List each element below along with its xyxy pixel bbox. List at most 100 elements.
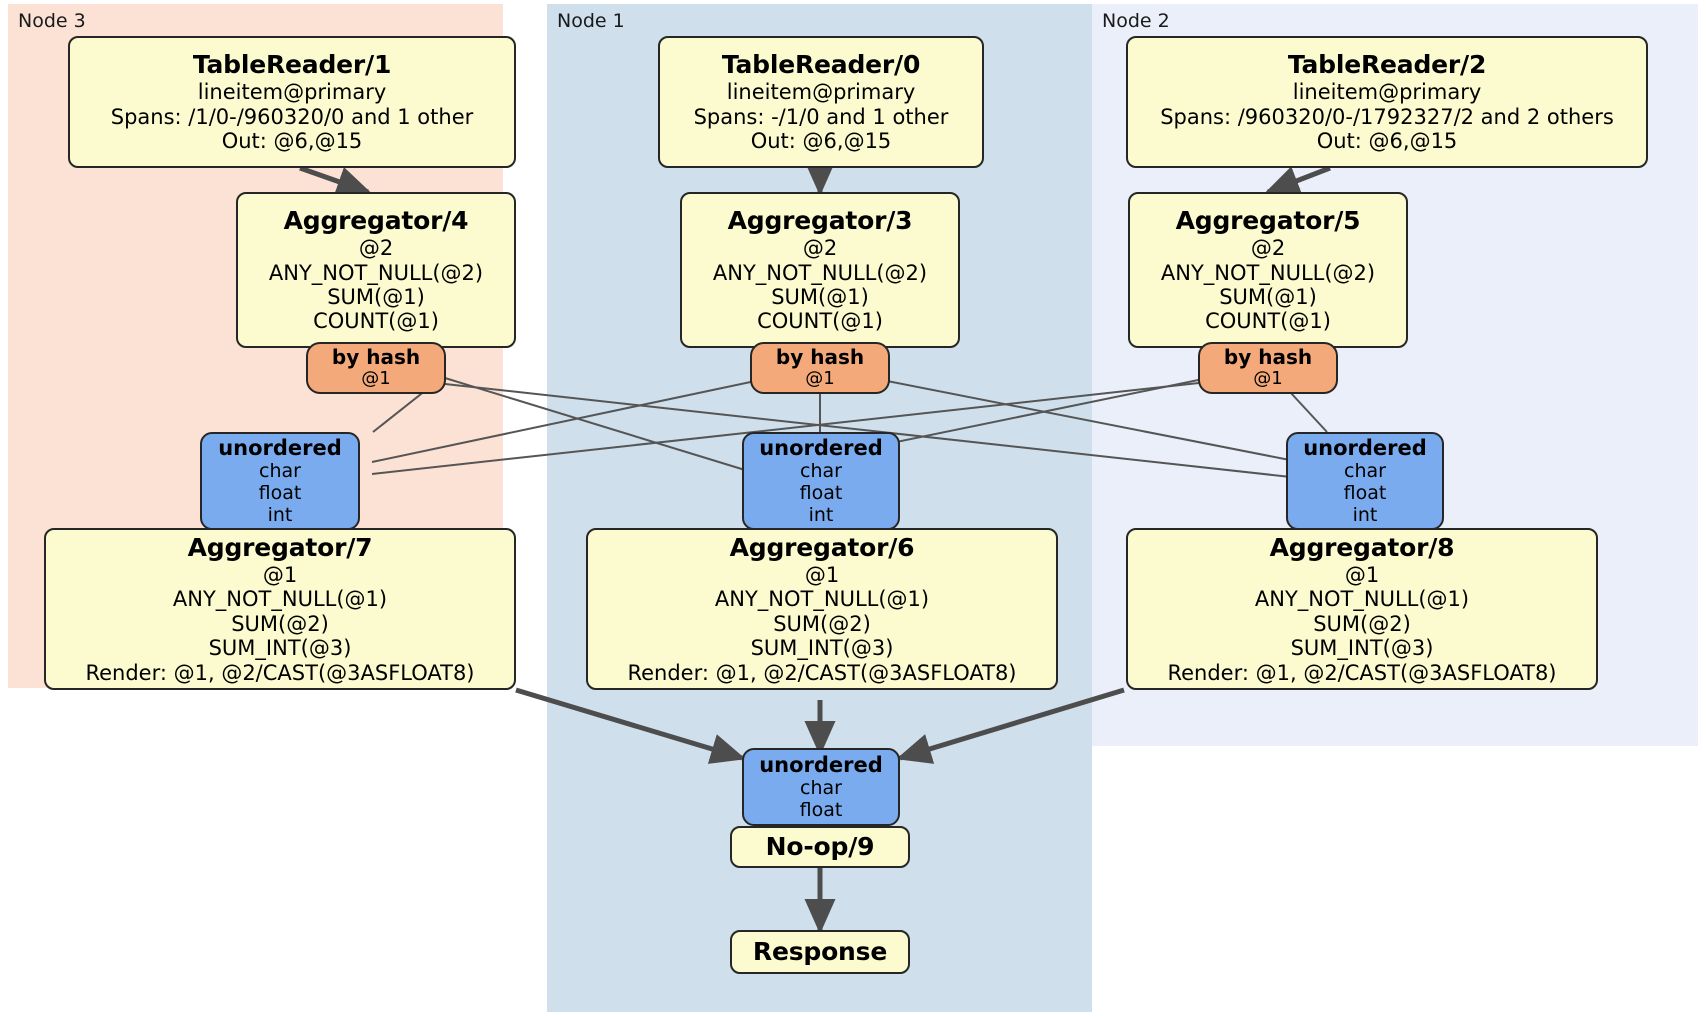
node-noop-9[interactable]: No-op/9 <box>730 826 910 868</box>
node-detail: @1 <box>804 563 840 588</box>
edge-tr2-agg5 <box>1264 165 1331 196</box>
node-detail: ANY_NOT_NULL(@1) <box>714 587 930 612</box>
node-detail: Out: @6,@15 <box>1316 129 1458 154</box>
node-router-unordered-center[interactable]: unordered char float int <box>742 432 900 530</box>
node-title: Aggregator/8 <box>1269 533 1455 563</box>
node-detail: int <box>808 504 834 527</box>
edge-hashL-routerC <box>444 377 746 471</box>
node-detail: lineitem@primary <box>197 80 387 105</box>
node-router-unordered-final[interactable]: unordered char float <box>742 748 900 826</box>
node-detail: lineitem@primary <box>726 80 916 105</box>
node-detail: COUNT(@1) <box>313 309 439 334</box>
node-detail: char <box>259 460 301 483</box>
node-detail: @1 <box>361 368 391 390</box>
node-detail: float <box>258 482 302 505</box>
node-aggregator-8[interactable]: Aggregator/8 @1 ANY_NOT_NULL(@1) SUM(@2)… <box>1126 528 1598 690</box>
node-detail: char <box>800 460 842 483</box>
node-aggregator-4[interactable]: Aggregator/4 @2 ANY_NOT_NULL(@2) SUM(@1)… <box>236 192 516 348</box>
node-title: No-op/9 <box>765 832 875 861</box>
node-aggregator-6[interactable]: Aggregator/6 @1 ANY_NOT_NULL(@1) SUM(@2)… <box>586 528 1058 690</box>
node-detail: COUNT(@1) <box>1205 309 1331 334</box>
node-detail: ANY_NOT_NULL(@2) <box>712 260 928 285</box>
edge-agg7-final-router <box>515 687 746 764</box>
node-aggregator-3[interactable]: Aggregator/3 @2 ANY_NOT_NULL(@2) SUM(@1)… <box>680 192 960 348</box>
node-hash-output-right[interactable]: by hash @1 <box>1198 342 1338 394</box>
node-detail: @2 <box>358 236 394 261</box>
node-detail: SUM(@2) <box>1313 611 1411 636</box>
node-table-reader-0[interactable]: TableReader/0 lineitem@primary Spans: -/… <box>658 36 984 168</box>
node-detail: lineitem@primary <box>1292 80 1482 105</box>
node-title: unordered <box>1303 435 1427 460</box>
node-detail: Spans: /1/0-/960320/0 and 1 other <box>110 104 474 129</box>
node-detail: @2 <box>1250 236 1286 261</box>
node-detail: Render: @1, @2/CAST(@3ASFLOAT8) <box>627 660 1017 685</box>
node-detail: ANY_NOT_NULL(@1) <box>1254 587 1470 612</box>
node-detail: Out: @6,@15 <box>221 129 363 154</box>
node-detail: SUM(@2) <box>773 611 871 636</box>
node-title: unordered <box>759 435 883 460</box>
node-table-reader-1[interactable]: TableReader/1 lineitem@primary Spans: /1… <box>68 36 516 168</box>
node-detail: ANY_NOT_NULL(@2) <box>268 260 484 285</box>
node-detail: float <box>799 799 843 822</box>
node-hash-output-center[interactable]: by hash @1 <box>750 342 890 394</box>
node-detail: Spans: /960320/0-/1792327/2 and 2 others <box>1160 104 1614 129</box>
node-detail: @1 <box>262 563 298 588</box>
node-detail: SUM(@1) <box>771 285 869 309</box>
node-detail: Spans: -/1/0 and 1 other <box>693 104 949 129</box>
node-response[interactable]: Response <box>730 930 910 974</box>
node-hash-output-left[interactable]: by hash @1 <box>306 342 446 394</box>
node-detail: SUM(@2) <box>231 611 329 636</box>
node-title: unordered <box>218 435 342 460</box>
node-detail: char <box>800 777 842 800</box>
node-detail: ANY_NOT_NULL(@2) <box>1160 260 1376 285</box>
node-detail: int <box>1352 504 1378 527</box>
node-detail: char <box>1344 460 1386 483</box>
node-detail: SUM_INT(@3) <box>1290 636 1434 661</box>
node-detail: SUM_INT(@3) <box>208 636 352 661</box>
panel-node-3-label: Node 3 <box>18 10 86 32</box>
edge-agg8-final-router <box>896 687 1125 764</box>
node-detail: SUM(@1) <box>327 285 425 309</box>
node-title: TableReader/2 <box>1287 50 1487 80</box>
edge-hashR-routerR <box>1289 391 1328 433</box>
node-detail: @2 <box>802 236 838 261</box>
edge-hashR-routerL <box>371 381 1209 475</box>
node-detail: Out: @6,@15 <box>750 129 892 154</box>
node-title: unordered <box>759 752 883 777</box>
node-detail: @1 <box>805 368 835 390</box>
node-detail: SUM_INT(@3) <box>750 636 894 661</box>
node-detail: ANY_NOT_NULL(@1) <box>172 587 388 612</box>
node-table-reader-2[interactable]: TableReader/2 lineitem@primary Spans: /9… <box>1126 36 1648 168</box>
edge-hashL-routerR <box>444 383 1301 479</box>
panel-node-1-label: Node 1 <box>557 10 625 32</box>
edge-tr1-agg4 <box>299 165 372 197</box>
node-detail: float <box>799 482 843 505</box>
node-detail: Render: @1, @2/CAST(@3ASFLOAT8) <box>85 660 475 685</box>
node-aggregator-7[interactable]: Aggregator/7 @1 ANY_NOT_NULL(@1) SUM(@2)… <box>44 528 516 690</box>
node-title: by hash <box>775 344 865 369</box>
node-detail: int <box>267 504 293 527</box>
node-title: by hash <box>1223 344 1313 369</box>
node-detail: COUNT(@1) <box>757 309 883 334</box>
node-title: Aggregator/4 <box>283 206 469 236</box>
panel-node-2-label: Node 2 <box>1102 10 1170 32</box>
node-detail: @1 <box>1344 563 1380 588</box>
edge-hashC-routerR <box>881 379 1301 463</box>
node-aggregator-5[interactable]: Aggregator/5 @2 ANY_NOT_NULL(@2) SUM(@1)… <box>1128 192 1408 348</box>
node-detail: Render: @1, @2/CAST(@3ASFLOAT8) <box>1167 660 1557 685</box>
node-title: Aggregator/6 <box>729 533 915 563</box>
node-detail: @1 <box>1253 368 1283 390</box>
node-detail: float <box>1343 482 1387 505</box>
node-detail: SUM(@1) <box>1219 285 1317 309</box>
node-title: Response <box>752 937 888 966</box>
node-router-unordered-left[interactable]: unordered char float int <box>200 432 360 530</box>
node-title: Aggregator/3 <box>727 206 913 236</box>
edge-hashC-routerL <box>371 379 761 463</box>
node-title: Aggregator/5 <box>1175 206 1361 236</box>
node-router-unordered-right[interactable]: unordered char float int <box>1286 432 1444 530</box>
node-title: by hash <box>331 344 421 369</box>
node-title: TableReader/0 <box>721 50 921 80</box>
node-title: TableReader/1 <box>192 50 392 80</box>
